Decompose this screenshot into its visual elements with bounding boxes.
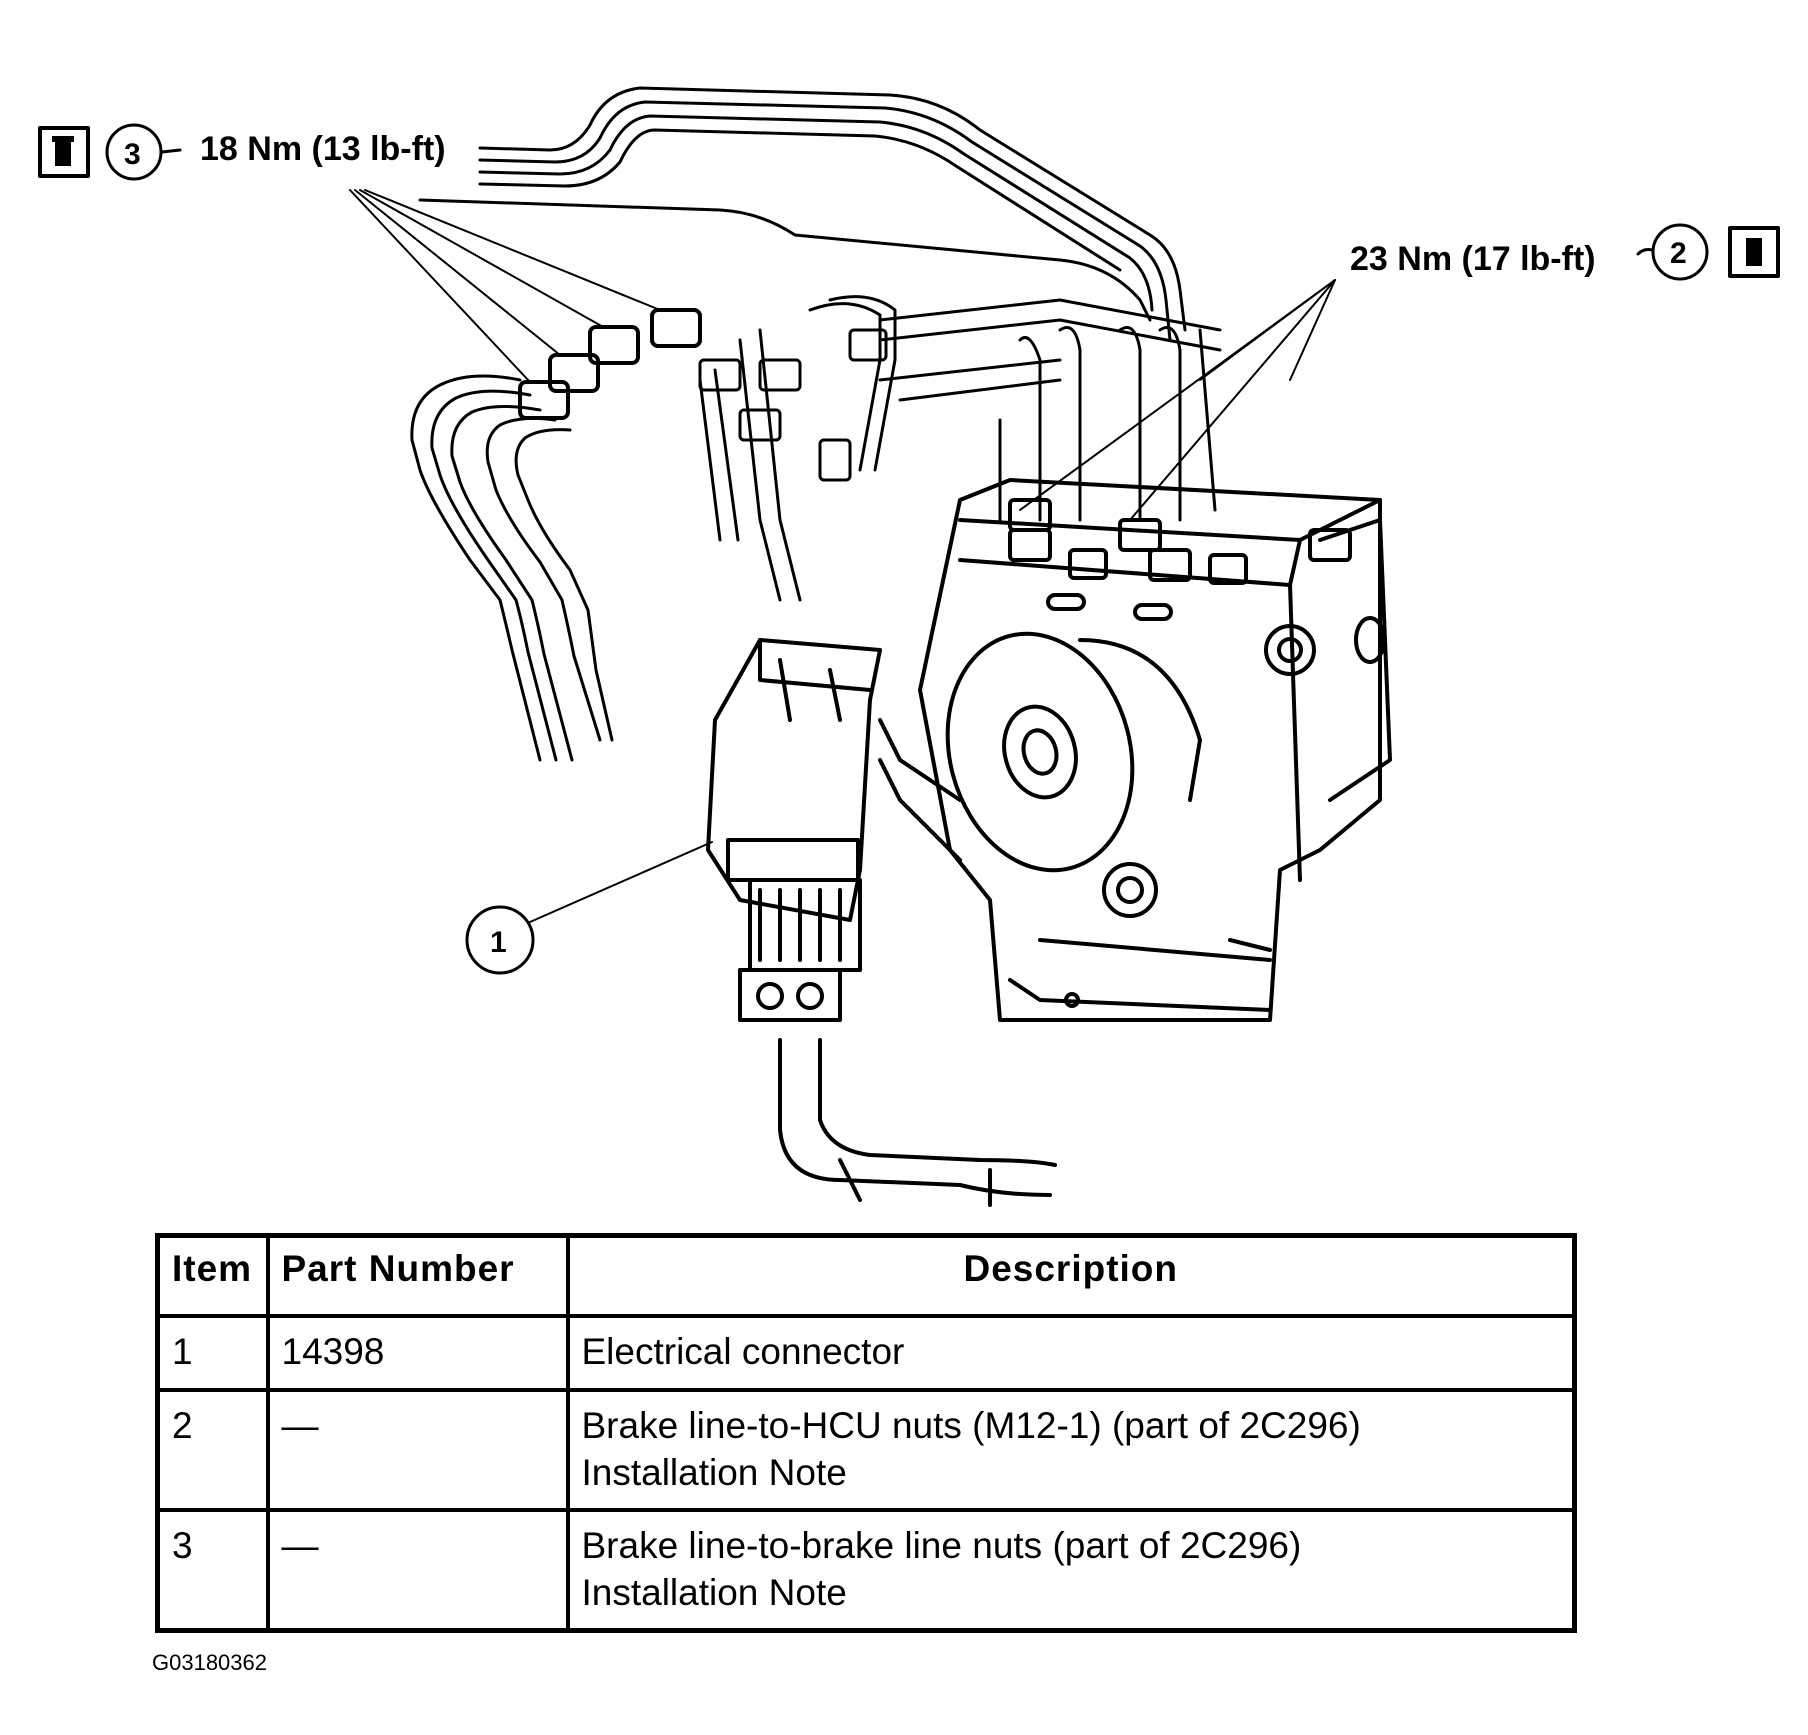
table-row: 2 — Brake line-to-HCU nuts (M12-1) (part… (155, 1388, 1577, 1512)
row-part-number: 14398 (265, 1314, 570, 1392)
item-3-label: 3 (124, 138, 141, 171)
row-item: 1 (155, 1314, 270, 1392)
row-description: Brake line-to-brake line nuts (part of 2… (565, 1508, 1577, 1633)
row-description: Brake line-to-HCU nuts (M12-1) (part of … (565, 1388, 1577, 1512)
table-row: 1 14398 Electrical connector (155, 1314, 1577, 1392)
row-item: 3 (155, 1508, 270, 1633)
electrical-connector (706, 638, 1057, 1207)
row-part-number: — (265, 1508, 570, 1633)
parts-table: Item Part Number Description 1 14398 Ele… (155, 1233, 1577, 1633)
abs-hcu-unit (918, 478, 1392, 1022)
figure-code: G03180362 (152, 1650, 267, 1675)
item-1-circle (465, 905, 535, 975)
item-1-label: 1 (490, 926, 507, 959)
torque-18nm-label: 18 Nm (13 lb-ft) (200, 130, 446, 168)
install-note-icon (1728, 226, 1780, 278)
brake-line-assembly (410, 86, 1222, 762)
install-note-icon (38, 126, 90, 178)
header-item: Item (155, 1233, 270, 1318)
table-row: 3 — Brake line-to-brake line nuts (part … (155, 1508, 1577, 1633)
item-2-label: 2 (1670, 237, 1687, 270)
header-part-number: Part Number (265, 1233, 570, 1318)
item-2-circle (1651, 223, 1709, 281)
row-part-number: — (265, 1388, 570, 1512)
row-item: 2 (155, 1388, 270, 1512)
torque-23nm-label: 23 Nm (17 lb-ft) (1350, 240, 1596, 278)
table-header-row: Item Part Number Description (155, 1233, 1577, 1318)
header-description: Description (565, 1233, 1577, 1318)
row-description: Electrical connector (565, 1314, 1577, 1392)
abs-hcu-diagram: 3 18 Nm (13 lb-ft) 23 Nm (17 lb-ft) 2 1 (38, 86, 1780, 1207)
